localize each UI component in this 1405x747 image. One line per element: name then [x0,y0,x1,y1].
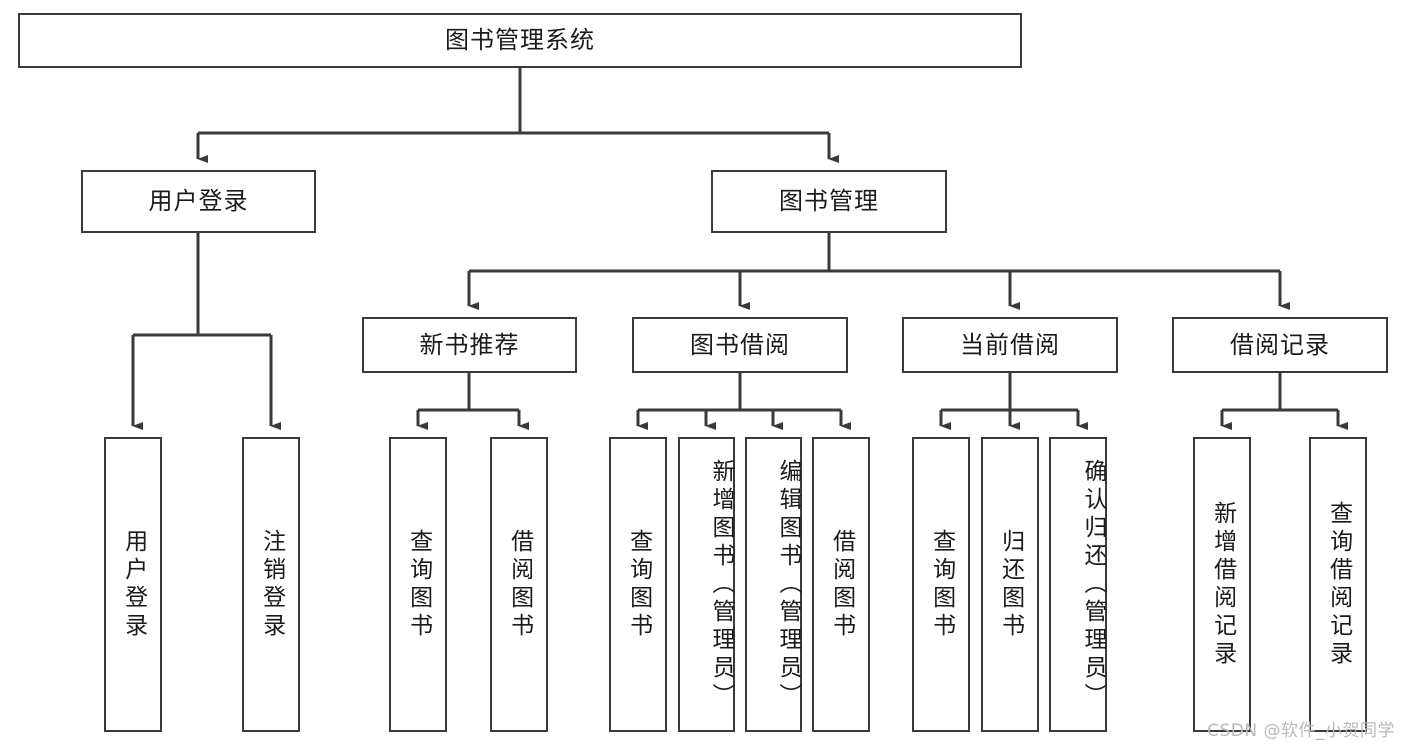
node-leaf-query-book-2-label: 查询图书 [625,528,652,641]
node-leaf-user-login[interactable]: 用户登录 [104,437,162,732]
node-book-manage[interactable]: 图书管理 [711,170,947,233]
node-leaf-add-record[interactable]: 新增借阅记录 [1193,437,1251,732]
node-borrow-record-label: 借阅记录 [1230,330,1330,359]
node-leaf-edit-book[interactable]: 编辑图书（管理员） [745,437,802,732]
node-leaf-borrow-book-2[interactable]: 借阅图书 [812,437,870,732]
node-root[interactable]: 图书管理系统 [18,13,1022,68]
watermark: CSDN @软件_小贺同学 [1207,721,1395,741]
node-leaf-user-logout-label: 注销登录 [258,528,285,641]
node-leaf-query-record-label: 查询借阅记录 [1325,500,1352,669]
node-leaf-query-book-2[interactable]: 查询图书 [609,437,667,732]
node-leaf-add-book[interactable]: 新增图书（管理员） [678,437,735,732]
node-root-label: 图书管理系统 [445,26,595,55]
node-leaf-add-book-label: 新增图书（管理员） [708,458,734,711]
node-leaf-confirm-return[interactable]: 确认归还（管理员） [1049,437,1107,732]
node-leaf-query-book-3[interactable]: 查询图书 [912,437,970,732]
node-leaf-confirm-return-label: 确认归还（管理员） [1080,458,1106,711]
node-current-borrow-label: 当前借阅 [960,330,1060,359]
node-leaf-borrow-book-1[interactable]: 借阅图书 [490,437,548,732]
node-leaf-borrow-book-2-label: 借阅图书 [828,528,855,641]
node-user-login[interactable]: 用户登录 [81,170,316,233]
node-book-manage-label: 图书管理 [779,187,879,216]
node-leaf-edit-book-label: 编辑图书（管理员） [775,458,801,711]
node-new-book-recommend[interactable]: 新书推荐 [362,317,577,373]
node-leaf-query-book-1[interactable]: 查询图书 [389,437,447,732]
node-book-borrow-label: 图书借阅 [690,330,790,359]
node-new-book-recommend-label: 新书推荐 [419,330,520,359]
node-leaf-return-book[interactable]: 归还图书 [981,437,1039,732]
node-current-borrow[interactable]: 当前借阅 [902,317,1118,373]
node-leaf-user-logout[interactable]: 注销登录 [242,437,300,732]
node-leaf-add-record-label: 新增借阅记录 [1209,500,1236,669]
node-leaf-query-record[interactable]: 查询借阅记录 [1309,437,1367,732]
node-leaf-borrow-book-1-label: 借阅图书 [506,528,533,641]
node-leaf-query-book-3-label: 查询图书 [928,528,955,641]
node-borrow-record[interactable]: 借阅记录 [1172,317,1388,373]
node-user-login-label: 用户登录 [148,187,249,216]
node-leaf-query-book-1-label: 查询图书 [405,528,432,641]
node-book-borrow[interactable]: 图书借阅 [632,317,848,373]
node-leaf-user-login-label: 用户登录 [120,528,147,641]
node-leaf-return-book-label: 归还图书 [997,528,1024,641]
